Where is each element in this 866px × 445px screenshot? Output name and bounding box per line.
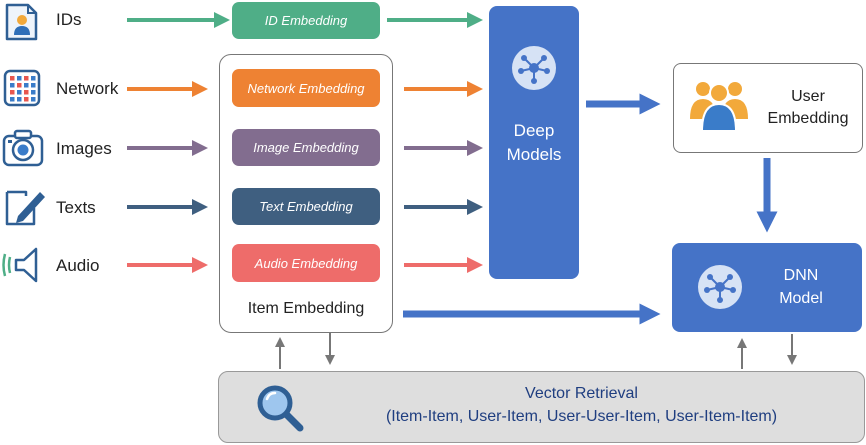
- source-label-images: Images: [56, 139, 112, 158]
- dnn-model-line1: DNN: [783, 267, 819, 284]
- image-embedding-box: Image Embedding: [232, 129, 380, 166]
- source-label-ids: IDs: [56, 10, 82, 29]
- item-embedding-label: Item Embedding: [247, 300, 365, 317]
- magnifier-icon: [257, 385, 304, 432]
- user-embedding-box: User Embedding: [673, 63, 863, 153]
- vector-retrieval-subtitle: (Item-Item, User-Item, User-User-Item, U…: [385, 408, 778, 425]
- source-label-network: Network: [56, 79, 119, 98]
- dnn-model-box: DNN Model: [672, 243, 862, 332]
- text-embedding-box: Text Embedding: [232, 188, 380, 225]
- user-embedding-line2: Embedding: [767, 110, 849, 127]
- source-label-audio: Audio: [56, 256, 100, 275]
- deep-models-line1: Deep: [513, 121, 555, 140]
- deep-models-box: Deep Models: [489, 6, 579, 279]
- user-embedding-line1: User: [791, 88, 825, 105]
- source-label-texts: Texts: [56, 198, 96, 217]
- network-embedding-box: Network Embedding: [232, 69, 380, 107]
- speaker-icon: [2, 247, 38, 283]
- id-embedding-box: ID Embedding: [232, 2, 380, 39]
- grid-network-icon: [3, 69, 41, 107]
- vector-retrieval-box: Vector Retrieval (Item-Item, User-Item, …: [218, 371, 865, 443]
- id-card-icon: [5, 3, 38, 41]
- network-graph-icon: [512, 46, 556, 90]
- vector-retrieval-title: Vector Retrieval: [525, 385, 638, 402]
- network-graph-icon: [698, 265, 742, 309]
- document-pen-icon: [5, 190, 45, 226]
- camera-icon: [2, 129, 44, 167]
- user-group-icon: [690, 82, 748, 132]
- dnn-model-line2: Model: [779, 290, 823, 307]
- deep-models-line2: Models: [506, 145, 562, 164]
- audio-embedding-box: Audio Embedding: [232, 244, 380, 282]
